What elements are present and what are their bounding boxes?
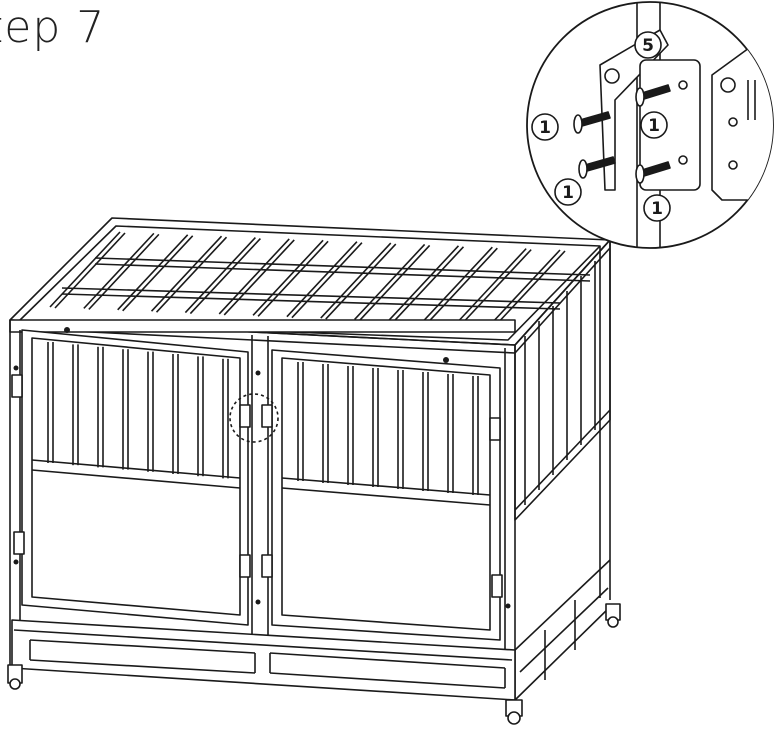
roof-bar [421, 246, 493, 323]
roof-bar [122, 235, 194, 312]
callout-1d-text: 1 [651, 199, 663, 219]
roof-bar [184, 236, 256, 314]
callout-1c-text: 1 [648, 116, 660, 136]
roof-bar [286, 241, 358, 318]
callout-1c: 1 [640, 111, 668, 139]
roof-bar [88, 233, 160, 310]
roof-bar [291, 242, 363, 319]
right-door-bars [297, 362, 479, 495]
callout-5: 5 [634, 31, 662, 59]
roof-bar [494, 250, 566, 327]
roof-bar [359, 244, 431, 322]
screw-bolt-icon [573, 84, 671, 184]
hinges [11, 374, 503, 598]
side-frame [514, 239, 613, 701]
roof-bar [426, 247, 498, 324]
roof-bars [49, 231, 566, 327]
roof-bar [489, 249, 561, 326]
roof-bar [189, 237, 261, 315]
roof-bar [354, 243, 426, 321]
side-bars [524, 261, 596, 505]
roof-bar [252, 239, 324, 316]
roof-bar [392, 246, 465, 323]
step-title: tep 7 [0, 2, 105, 53]
roof-bar [325, 243, 397, 320]
roof-bar [49, 231, 121, 308]
callout-1b-text: 1 [562, 183, 574, 203]
step-title-text: tep 7 [0, 2, 106, 53]
rivets [13, 327, 511, 609]
callout-1d: 1 [643, 194, 671, 222]
detail-marker [229, 393, 279, 443]
caster-wheel-icon [7, 603, 621, 725]
roof-bar [54, 232, 126, 309]
roof-bar [387, 245, 460, 322]
roof-bar [117, 234, 189, 311]
roof-bar [150, 235, 223, 312]
roof-bar [218, 238, 290, 315]
callout-1b: 1 [554, 178, 582, 206]
roof-bar [460, 249, 532, 326]
left-door [21, 329, 249, 626]
roof-bar [83, 232, 155, 309]
callout-1a: 1 [531, 113, 559, 141]
roof-bar [155, 236, 228, 313]
roof-bar [455, 248, 527, 325]
left-door-bars [47, 342, 229, 479]
callout-5-text: 5 [642, 36, 654, 56]
callout-1a-text: 1 [539, 118, 551, 138]
roof-bar [320, 242, 392, 319]
roof-bar [223, 239, 295, 316]
roof-bar [257, 240, 329, 317]
right-door [271, 349, 501, 641]
